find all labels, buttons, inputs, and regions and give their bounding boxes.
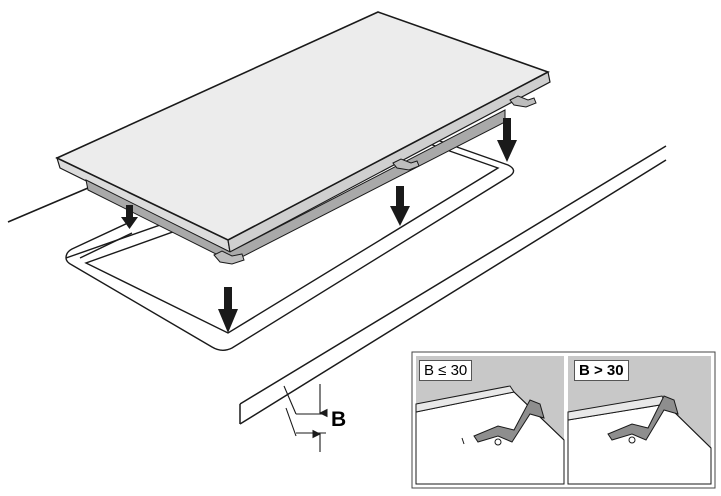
mounting-clips — [213, 95, 537, 265]
down-arrow-icon — [218, 287, 238, 333]
inset-label-thin: B ≤ 30 — [419, 360, 473, 381]
down-arrow-icon — [390, 186, 410, 226]
down-arrow-icon — [121, 205, 138, 229]
mounting-clip-icon — [392, 158, 420, 171]
mounting-clip-icon — [509, 95, 537, 108]
cooktop — [55, 11, 551, 263]
mounting-clip-icon — [473, 399, 545, 443]
inset-label-thick: B > 30 — [574, 360, 629, 381]
down-arrow-icon — [497, 118, 517, 162]
cooktop-glass — [55, 11, 550, 241]
mounting-clip-icon — [607, 395, 679, 441]
mounting-clip-icon — [213, 250, 245, 265]
dimension-b — [283, 384, 328, 452]
worktop-back-edge — [7, 187, 89, 223]
worktop-front-edge — [239, 145, 667, 425]
dimension-label: B — [331, 408, 347, 431]
arrows — [121, 118, 517, 333]
